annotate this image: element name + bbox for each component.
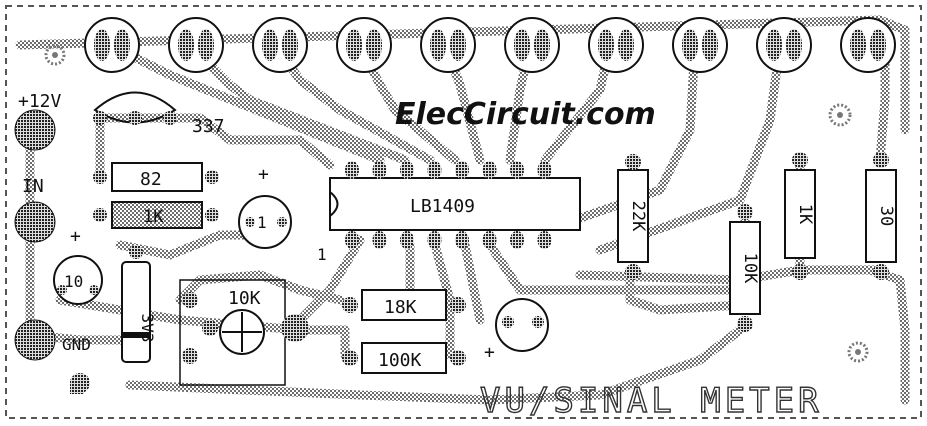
led-pad-10 [840,17,896,73]
led-pad-1 [84,17,140,73]
led-pad-7 [588,17,644,73]
plus-mark-1: + [258,164,269,185]
resistor-30-body [865,169,897,263]
resistor-1k-left-body [111,201,203,229]
trace-bottom-rail [125,325,745,405]
ic-pin-14 [400,161,414,179]
label-r18k: 18K [384,297,417,318]
ic-pin-10 [510,161,524,179]
label-r100k: 100K [378,350,422,371]
watermark: ElecCircuit.com [395,97,656,132]
transistor-337 [93,91,177,125]
label-12v: +12V [18,91,62,112]
label-r22k: 22K [628,201,648,232]
ic-pin-11 [482,161,497,179]
label-ic-pin1: 1 [317,245,327,264]
resistor-18k-body [361,289,447,321]
ic-pin-13 [427,161,442,179]
hole-br [847,341,869,363]
resistor-82-body [111,162,203,192]
trimmer-10k [179,279,309,386]
led-pad-5 [420,17,476,73]
ic-body [329,177,581,231]
trace-22k [625,265,745,315]
ic-pin-12 [455,161,469,179]
label-c10: 10 [64,272,83,291]
hole-tl [44,44,66,66]
hole-bl [70,373,90,393]
ic-notch [329,191,339,217]
ic-pin-15 [372,161,387,179]
label-trimmer: 10K [228,288,261,309]
label-in: IN [22,176,44,197]
ic-pin-9 [537,161,552,179]
ic-pin-1 [345,231,359,249]
label-r10k-right: 10K [740,253,760,284]
ic-pin-7 [510,231,524,249]
ic-pin-3 [400,231,414,249]
ic-pin-6 [482,231,497,249]
pad-in [14,201,56,243]
led-pad-row [84,17,896,73]
trace-ic-trimmer [295,235,365,335]
ic-pin-16 [345,161,359,179]
resistor-1k-right-body [784,169,816,259]
led-pad-6 [504,17,560,73]
label-ic: LB1409 [410,196,475,217]
label-r1k-right: 1K [795,204,815,225]
led-pad-8 [672,17,728,73]
resistor-100k-body [361,342,447,374]
trace-ic-right [485,240,745,295]
led-pad-9 [756,17,812,73]
label-r82: 82 [140,169,162,190]
trace-ic-cap [460,240,485,325]
board-title: VU/SINAL METER [480,381,823,421]
ic-pin-2 [372,231,387,249]
resistor-10k-right-body [729,221,761,315]
label-r30: 30 [876,206,896,226]
pad-gnd [14,319,56,361]
label-zener: 3V3 [138,314,157,343]
capacitor-out-body [495,298,549,352]
plus-mark-2: + [70,226,81,247]
trace-trimmer-top [175,270,345,305]
label-c1: 1 [257,213,267,232]
capacitor-1-body [238,195,292,249]
trace-led9 [595,40,785,255]
label-gnd: GND [62,335,91,354]
label-r1k-left: 1K [143,207,164,227]
label-337: 337 [192,116,225,137]
board-outline [5,5,922,419]
pad-12v [14,109,56,151]
ic-pin-4 [427,231,442,249]
plus-mark-3: + [484,342,495,363]
trace-cap-bias [115,230,265,260]
led-pad-2 [168,17,224,73]
ic-pin-8 [537,231,552,249]
led-pad-3 [252,17,308,73]
trace-right-edge [865,265,910,405]
mounting-holes [44,44,869,393]
trace-right-bus [575,265,885,285]
trace-ic-100k [430,240,455,360]
hole-tr [828,103,852,127]
ic-pin-5 [455,231,469,249]
zener-3v3-body [121,261,151,363]
led-pad-4 [336,17,392,73]
ic-lb1409 [329,161,581,249]
